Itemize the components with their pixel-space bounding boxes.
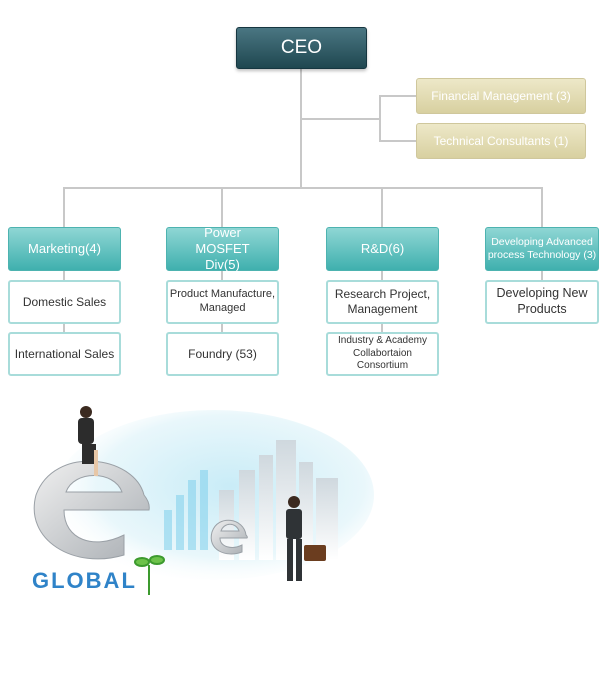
technical-consultants-label: Technical Consultants (1) [433, 133, 569, 148]
product-manufacture-label: Product Manufacture, Managed [169, 288, 276, 314]
connector-dept-3 [381, 187, 383, 227]
domestic-sales-label: Domestic Sales [22, 294, 107, 309]
global-illustration: GLOBAL [14, 400, 374, 610]
connector-advanced-sub [541, 271, 543, 281]
connector-dept-2 [221, 187, 223, 227]
sitting-woman-figure [78, 406, 98, 476]
power-mosfet-box: Power MOSFET Div(5) [166, 224, 279, 273]
developing-products-box: Developing New Products [485, 280, 599, 324]
sprout-plant [134, 555, 165, 595]
city-buildings [219, 440, 338, 560]
financial-management-label: Financial Management (3) [431, 88, 571, 103]
rnd-box: R&D(6) [326, 227, 439, 271]
technical-consultants-box: Technical Consultants (1) [416, 123, 586, 159]
developing-products-label: Developing New Products [496, 286, 588, 316]
marketing-label: Marketing(4) [28, 240, 101, 256]
global-illustration-art: GLOBAL [32, 406, 374, 595]
connector-side-top [379, 95, 417, 97]
connector-dept-1 [63, 187, 65, 227]
connector-side-branch [300, 118, 380, 120]
rnd-label: R&D(6) [360, 240, 405, 256]
international-sales-label: International Sales [14, 346, 115, 361]
marketing-box: Marketing(4) [8, 227, 121, 271]
connector-side-bottom [379, 140, 417, 142]
research-project-label: Research Project, Management [334, 287, 431, 316]
businessman-figure [286, 496, 326, 581]
industry-academy-box: Industry & Academy Collabortaion Consort… [326, 332, 439, 376]
domestic-sales-box: Domestic Sales [8, 280, 121, 324]
product-manufacture-box: Product Manufacture, Managed [166, 280, 279, 324]
international-sales-box: International Sales [8, 332, 121, 376]
global-logo-text: GLOBAL [32, 568, 137, 593]
bar-growth-graphic [164, 470, 208, 550]
connector-side-vertical [379, 95, 381, 141]
ceo-label: CEO [280, 37, 323, 59]
foundry-label: Foundry (53) [188, 346, 257, 361]
research-project-box: Research Project, Management [326, 280, 439, 324]
advanced-process-label: Developing Advanced process Technology (… [487, 235, 597, 261]
connector-ceo-trunk [300, 69, 302, 189]
foundry-box: Foundry (53) [166, 332, 279, 376]
small-e-letter [210, 519, 248, 555]
briefcase [304, 545, 326, 561]
power-mosfet-label: Power MOSFET Div(5) [195, 224, 250, 273]
financial-management-box: Financial Management (3) [416, 78, 586, 114]
industry-academy-label: Industry & Academy Collabortaion Consort… [338, 335, 427, 372]
ceo-box: CEO [236, 27, 367, 69]
advanced-process-box: Developing Advanced process Technology (… [485, 227, 599, 271]
connector-dept-4 [541, 187, 543, 227]
connector-departments-bar [63, 187, 543, 189]
